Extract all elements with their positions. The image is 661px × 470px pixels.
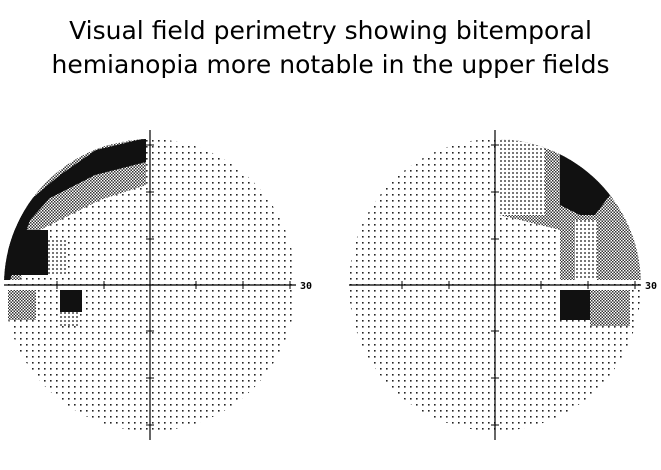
left-relative-defect bbox=[4, 139, 146, 280]
right-axis-ticks bbox=[401, 144, 636, 426]
right-absolute-defect bbox=[560, 150, 610, 215]
right-lower-defect bbox=[590, 290, 630, 326]
perimetry-svg: 30 bbox=[4, 130, 657, 440]
left-lower-defect bbox=[8, 290, 36, 320]
right-light-defect bbox=[499, 139, 545, 215]
right-visual-field: 30 bbox=[349, 130, 657, 440]
left-lower-light bbox=[60, 312, 78, 326]
left-dense-patch-upper bbox=[8, 230, 48, 275]
perimetry-figures: 30 bbox=[0, 120, 661, 460]
left-scale-label: 30 bbox=[300, 281, 312, 292]
caption-line-1: Visual field perimetry showing bitempora… bbox=[69, 16, 592, 45]
left-visual-field: 30 bbox=[4, 130, 312, 440]
left-axis-ticks bbox=[56, 144, 291, 426]
left-lower-dense bbox=[60, 290, 82, 312]
left-absolute-defect bbox=[4, 139, 146, 280]
right-lower-dense bbox=[560, 290, 590, 320]
caption-line-2: hemianopia more notable in the upper fie… bbox=[51, 50, 610, 79]
figure-caption: Visual field perimetry showing bitempora… bbox=[0, 14, 661, 82]
right-light-strip bbox=[575, 220, 597, 280]
left-light-patch bbox=[48, 238, 66, 276]
right-scale-label: 30 bbox=[645, 281, 657, 292]
right-check-strip bbox=[598, 225, 636, 280]
